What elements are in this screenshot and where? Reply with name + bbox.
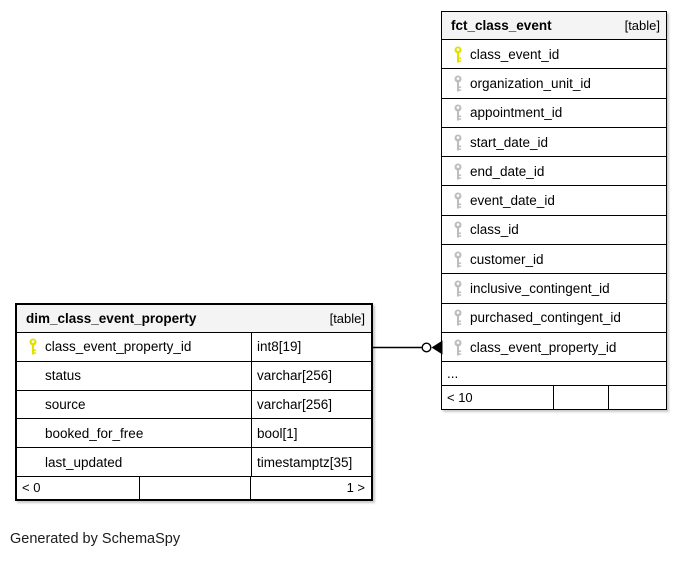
column-name-cell: inclusive_contingent_id xyxy=(442,274,666,302)
foreign-key-icon xyxy=(453,75,463,92)
column-name: status xyxy=(45,368,82,384)
column-name: customer_id xyxy=(470,251,544,267)
table-header: fct_class_event [table] xyxy=(442,12,666,40)
column-type: bool[1] xyxy=(257,425,298,441)
column-name: event_date_id xyxy=(470,193,555,209)
table-degree-footer: < 10 xyxy=(442,386,666,410)
column-name: class_id xyxy=(470,222,519,238)
column-name: source xyxy=(45,396,86,412)
column-row: customer_id xyxy=(442,245,666,275)
column-name-cell: customer_id xyxy=(442,245,666,273)
schemaspy-credit: Generated by SchemaSpy xyxy=(10,531,181,547)
column-name-cell: status xyxy=(17,361,252,390)
table-header: dim_class_event_property [table] xyxy=(17,305,371,333)
column-row: class_event_property_id int8[19] xyxy=(17,333,371,362)
column-row: class_event_id xyxy=(442,40,666,70)
more-columns-indicator: ... xyxy=(442,362,666,387)
degree-cell-left: < 0 xyxy=(17,476,140,499)
column-row: booked_for_free bool[1] xyxy=(17,419,371,449)
primary-key-icon xyxy=(28,338,38,355)
column-name-cell: class_event_property_id xyxy=(17,333,252,361)
column-name: start_date_id xyxy=(470,134,549,150)
column-name: purchased_contingent_id xyxy=(470,310,621,326)
column-name-cell: source xyxy=(17,390,252,419)
column-name: class_event_id xyxy=(470,46,560,62)
column-row: inclusive_contingent_id xyxy=(442,274,666,304)
column-name: appointment_id xyxy=(470,105,563,121)
column-name-cell: appointment_id xyxy=(442,99,666,127)
column-row: organization_unit_id xyxy=(442,69,666,99)
column-name-cell: end_date_id xyxy=(442,157,666,185)
column-name-cell: class_id xyxy=(442,216,666,244)
table-degree-footer: < 0 1 > xyxy=(17,476,371,499)
table-title: dim_class_event_property xyxy=(26,311,197,326)
column-row: end_date_id xyxy=(442,157,666,187)
foreign-key-icon xyxy=(453,192,463,209)
column-row: event_date_id xyxy=(442,186,666,216)
key-spacer xyxy=(28,454,38,471)
table-node-dim-class-event-property[interactable]: dim_class_event_property [table] class_e… xyxy=(15,303,373,501)
foreign-key-icon xyxy=(453,104,463,121)
relationship-connector xyxy=(372,340,443,355)
column-row: last_updated timestamptz[35] xyxy=(17,448,371,477)
key-spacer xyxy=(28,367,38,384)
column-type: int8[19] xyxy=(257,339,302,355)
foreign-key-icon xyxy=(453,309,463,326)
column-type: varchar[256] xyxy=(257,396,333,412)
column-row: class_event_property_id xyxy=(442,333,666,363)
column-name-cell: organization_unit_id xyxy=(442,69,666,97)
degree-cell-right: 1 > xyxy=(346,480,365,496)
foreign-key-icon xyxy=(453,280,463,297)
column-name: inclusive_contingent_id xyxy=(470,281,610,297)
column-row: appointment_id xyxy=(442,99,666,128)
key-spacer xyxy=(28,396,38,413)
key-spacer xyxy=(28,425,38,442)
column-name-cell: purchased_contingent_id xyxy=(442,304,666,332)
table-type-badge: [table] xyxy=(329,311,365,326)
degree-cell-left: < 10 xyxy=(442,386,554,410)
column-name: organization_unit_id xyxy=(470,75,591,91)
foreign-key-icon xyxy=(453,251,463,268)
column-name: booked_for_free xyxy=(45,425,144,441)
column-row: class_id xyxy=(442,216,666,246)
foreign-key-icon xyxy=(453,163,463,180)
column-name-cell: last_updated xyxy=(17,448,252,476)
column-name-cell: class_event_id xyxy=(442,40,666,68)
column-list: class_event_property_id int8[19] status var… xyxy=(17,333,371,477)
foreign-key-icon xyxy=(453,134,463,151)
column-name-cell: start_date_id xyxy=(442,128,666,156)
foreign-key-icon xyxy=(453,339,463,356)
primary-key-icon xyxy=(453,46,463,63)
foreign-key-icon xyxy=(453,221,463,238)
column-type: varchar[256] xyxy=(257,368,333,384)
column-name-cell: event_date_id xyxy=(442,186,666,214)
column-row: purchased_contingent_id xyxy=(442,304,666,333)
column-name: class_event_property_id xyxy=(45,339,192,355)
column-row: status varchar[256] xyxy=(17,361,371,391)
table-type-badge: [table] xyxy=(624,18,660,33)
column-row: start_date_id xyxy=(442,128,666,158)
column-name: last_updated xyxy=(45,454,123,470)
column-name-cell: booked_for_free xyxy=(17,419,252,448)
degree-cell-middle xyxy=(140,476,251,499)
degree-cell-middle xyxy=(554,386,609,410)
column-row: source varchar[256] xyxy=(17,390,371,420)
column-name: end_date_id xyxy=(470,163,545,179)
degree-cell-right xyxy=(609,386,666,409)
column-name: class_event_property_id xyxy=(470,339,617,355)
column-type: timestamptz[35] xyxy=(257,454,353,470)
column-name-cell: class_event_property_id xyxy=(442,333,666,361)
table-title: fct_class_event xyxy=(451,18,552,33)
